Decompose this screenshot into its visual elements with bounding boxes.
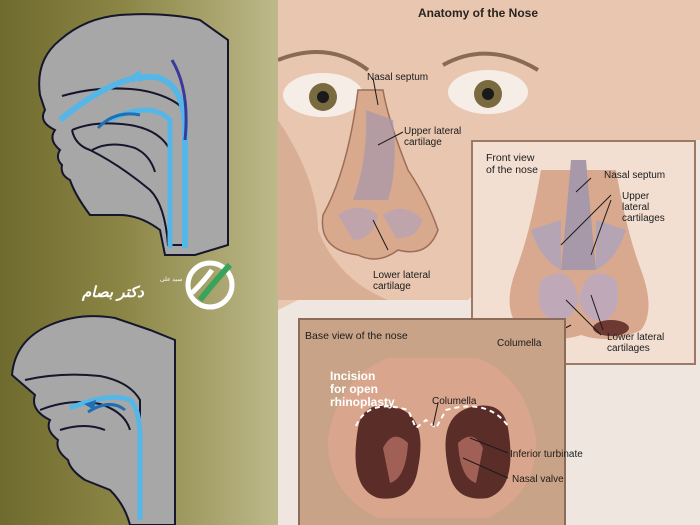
logo-name: دکتر بصام xyxy=(82,284,144,301)
diagram-title: Anatomy of the Nose xyxy=(418,6,539,20)
front-view-title: Front view of the nose xyxy=(486,152,538,176)
label-front-nasal-septum: Nasal septum xyxy=(604,170,666,181)
airflow-arrow-icon xyxy=(58,74,188,248)
base-view-title: Base view of the nose xyxy=(305,330,408,342)
nose-anatomy-panel xyxy=(278,0,700,525)
airway-illustration-panel: دکتر بصام سید علی xyxy=(0,0,278,525)
head-cross-section-bottom xyxy=(10,315,176,525)
label-upper-lateral-cartilage: Upper lateral cartilage xyxy=(404,126,462,148)
head-cross-section-top xyxy=(38,13,229,256)
label-front-lower-lateral: Lower lateral cartilages xyxy=(607,332,665,354)
brand-logo xyxy=(185,260,235,310)
label-lower-lateral-cartilage: Lower lateral cartilage xyxy=(373,270,431,292)
label-nasal-septum: Nasal septum xyxy=(367,72,429,83)
label-base-columella: Columella xyxy=(432,396,477,407)
base-view-box xyxy=(298,318,566,525)
label-nasal-valve: Nasal valve xyxy=(512,474,564,485)
label-front-columella: Columella xyxy=(497,338,542,349)
airflow-arrow-icon xyxy=(69,394,143,520)
label-front-upper-lateral: Upper lateral cartilages xyxy=(622,191,665,224)
label-inferior-turbinate: Inferior turbinate xyxy=(510,449,583,460)
label-incision: Incision for open rhinoplasty xyxy=(330,369,395,409)
logo-subtitle: سید علی xyxy=(160,277,183,283)
